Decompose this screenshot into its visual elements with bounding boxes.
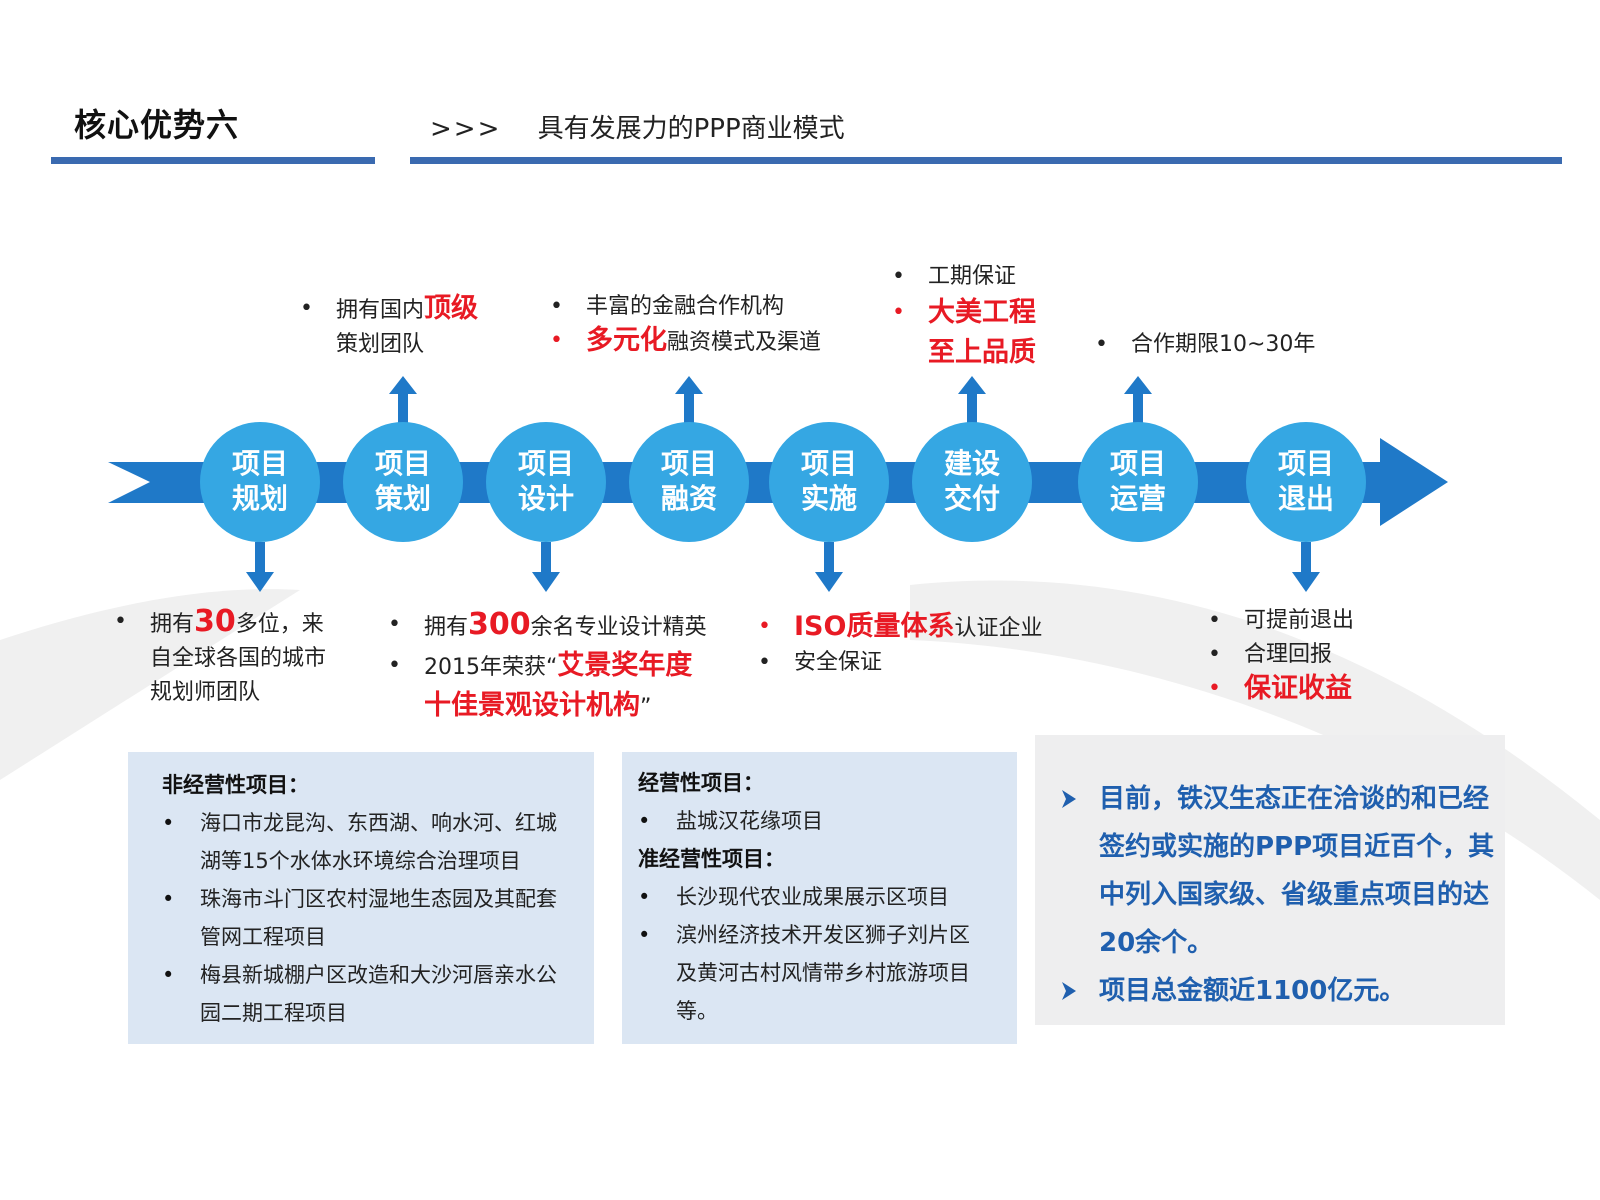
flow-node-label: 项目 融资 <box>660 447 717 515</box>
flow-node-label: 项目 运营 <box>1109 447 1166 515</box>
note-implementation: ISO质量体系认证企业 安全保证 <box>758 610 1042 680</box>
flow-node-circle <box>912 422 1032 542</box>
flow-node-circle <box>769 422 889 542</box>
note-operation: 合作期限10~30年 <box>1095 328 1315 362</box>
arrow-bullet-icon <box>1062 982 1076 1000</box>
note-implementation-item-1: ISO质量体系认证企业 <box>758 610 1042 646</box>
flow-node-circle <box>200 422 320 542</box>
arrow-up-icon <box>389 376 417 424</box>
note-planning: 拥有30多位，来 自全球各国的城市 规划师团队 <box>114 605 326 710</box>
connector-arrows <box>246 376 1320 592</box>
note-exit-item-3: 保证收益 <box>1208 672 1354 708</box>
flow-node-circle <box>1078 422 1198 542</box>
flow-node-circle <box>343 422 463 542</box>
note-financing: 丰富的金融合作机构 多元化融资模式及渠道 <box>550 290 821 360</box>
flow-node-label: 项目 实施 <box>800 447 857 515</box>
section-subtitle-row: >>> 具有发展力的PPP商业模式 <box>430 108 845 145</box>
arrow-down-icon <box>246 542 274 592</box>
header-rule-right <box>410 157 1562 164</box>
note-strategy: 拥有国内顶级 策划团队 <box>300 292 478 362</box>
flow-node-label: 项目 规划 <box>231 447 288 515</box>
panel-operating-item-1: 盐城汉花缘项目 <box>638 802 1008 840</box>
panel-semi-operating-heading: 准经营性项目： <box>638 847 785 871</box>
section-title: 核心优势六 <box>74 106 240 144</box>
note-exit-item-1: 可提前退出 <box>1208 604 1354 638</box>
note-exit: 可提前退出 合理回报 保证收益 <box>1208 604 1354 708</box>
note-planning-item: 拥有30多位，来 自全球各国的城市 规划师团队 <box>114 605 326 710</box>
arrow-up-icon <box>958 376 986 424</box>
note-implementation-item-2: 安全保证 <box>758 646 1042 680</box>
arrow-up-icon <box>675 376 703 424</box>
note-financing-item-2: 多元化融资模式及渠道 <box>550 324 821 360</box>
note-exit-item-2: 合理回报 <box>1208 638 1354 672</box>
summary-box: 目前，铁汉生态正在洽谈的和已经 签约或实施的PPP项目近百个，其 中列入国家级、… <box>1035 735 1505 1025</box>
note-design-item-2: 2015年荣获“艾景奖年度 十佳景观设计机构” <box>388 647 707 727</box>
note-strategy-item: 拥有国内顶级 策划团队 <box>300 292 478 362</box>
panel-semi-operating-item-1: 长沙现代农业成果展示区项目 <box>638 878 1008 916</box>
flow-node-label: 项目 退出 <box>1277 447 1334 515</box>
note-delivery-item-1: 工期保证 <box>892 260 1036 294</box>
panel-operating-heading: 经营性项目： <box>638 771 764 795</box>
arrow-down-icon <box>532 542 560 592</box>
summary-item-2: 项目总金额近1100亿元。 <box>1061 967 1539 1015</box>
flow-node-label: 建设 交付 <box>943 447 1000 515</box>
flow-node-circle <box>486 422 606 542</box>
section-subtitle: 具有发展力的PPP商业模式 <box>537 114 845 144</box>
summary-item-1: 目前，铁汉生态正在洽谈的和已经 签约或实施的PPP项目近百个，其 中列入国家级、… <box>1061 775 1539 967</box>
note-delivery-item-2: 大美工程 至上品质 <box>892 294 1036 374</box>
arrow-down-icon <box>1292 542 1320 592</box>
note-operation-item: 合作期限10~30年 <box>1095 328 1315 362</box>
arrow-down-icon <box>815 542 843 592</box>
panel-operating: 经营性项目： 盐城汉花缘项目 准经营性项目： 长沙现代农业成果展示区项目 滨州经… <box>622 752 1017 1044</box>
note-design-item-1: 拥有300余名专业设计精英 <box>388 606 707 647</box>
flow-node-circle <box>629 422 749 542</box>
note-design: 拥有300余名专业设计精英 2015年荣获“艾景奖年度 十佳景观设计机构” <box>388 606 707 727</box>
flow-nodes <box>200 422 1366 542</box>
panel-non-operating-heading: 非经营性项目： <box>162 773 309 797</box>
flow-node-label: 项目 策划 <box>374 447 431 515</box>
note-delivery: 工期保证 大美工程 至上品质 <box>892 260 1036 374</box>
note-financing-item-1: 丰富的金融合作机构 <box>550 290 821 324</box>
arrow-up-icon <box>1124 376 1152 424</box>
flow-node-circle <box>1246 422 1366 542</box>
flow-node-label: 项目 设计 <box>517 447 574 515</box>
arrow-bullet-icon <box>1062 790 1076 808</box>
header-rule-left <box>51 157 375 164</box>
chevron-arrows: >>> <box>430 114 502 144</box>
panel-non-operating: 非经营性项目： 海口市龙昆沟、东西湖、响水河、红城湖等15个水体水环境综合治理项… <box>128 752 594 1044</box>
